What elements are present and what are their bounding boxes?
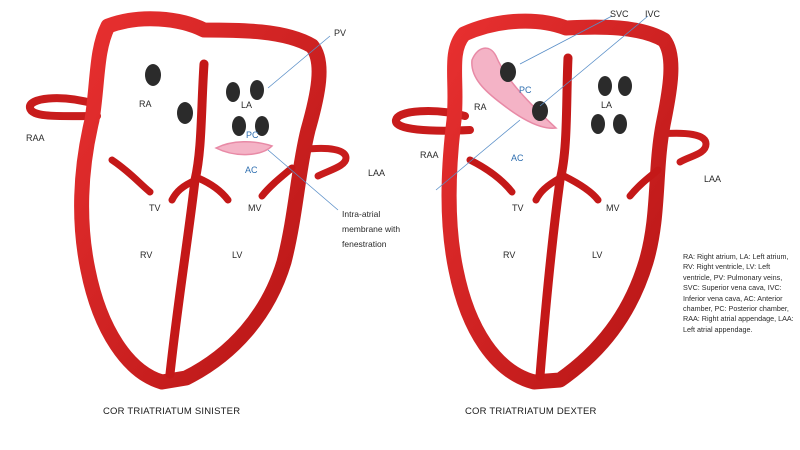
right-heart: SVC IVC RA PC LA RAA AC LAA TV MV RV LV … (392, 9, 721, 417)
right-label-rv: RV (503, 250, 515, 260)
left-label-pv: PV (334, 28, 346, 38)
membrane-note-line-1: Intra-atrial (342, 209, 380, 219)
left-label-ac: AC (245, 165, 258, 175)
right-caption: COR TRIATRIATUM DEXTER (465, 406, 597, 417)
left-membrane-leader-line (267, 149, 339, 211)
right-interventricular-septum (535, 53, 573, 381)
right-mitral-valve (560, 166, 662, 204)
left-label-raa: RAA (26, 133, 45, 143)
right-label-la: LA (601, 100, 612, 110)
right-svc-leader-line (519, 15, 613, 65)
left-pulmonary-vein-ostia (145, 64, 269, 136)
left-heart-outer-wall (74, 11, 327, 390)
right-label-pc: PC (519, 85, 532, 95)
left-label-rv: RV (140, 250, 152, 260)
right-label-raa: RAA (420, 150, 439, 160)
left-interventricular-septum (165, 59, 209, 379)
left-label-lv: LV (232, 250, 242, 260)
left-label-ra: RA (139, 99, 152, 109)
left-mitral-valve (194, 164, 296, 204)
left-raa-appendage (26, 94, 101, 121)
left-tricuspid-valve (108, 156, 200, 204)
left-heart: PV RA LA PC AC RAA LAA TV MV RV LV Intra… (26, 11, 400, 417)
right-label-svc: SVC (610, 9, 629, 19)
left-laa-appendage (296, 144, 350, 180)
right-label-ivc: IVC (645, 9, 661, 19)
left-label-laa: LAA (368, 168, 385, 178)
left-label-mv: MV (248, 203, 262, 213)
right-heart-outer-wall (441, 13, 679, 390)
abbreviation-legend: RA: Right atrium, LA: Left atrium, RV: R… (683, 252, 794, 334)
right-raa-appendage (392, 107, 474, 135)
right-label-lv: LV (592, 250, 602, 260)
membrane-note-line-3: fenestration (342, 239, 387, 249)
right-ivc-leader-line (539, 15, 649, 107)
left-caption: COR TRIATRIATUM SINISTER (103, 406, 240, 417)
left-intra-atrial-membrane (214, 141, 274, 156)
right-label-ra: RA (474, 102, 487, 112)
right-tricuspid-valve (466, 156, 564, 204)
left-label-tv: TV (149, 203, 161, 213)
membrane-note-line-2: membrane with (342, 224, 400, 234)
left-label-la: LA (241, 100, 252, 110)
right-raa-leader-line (435, 119, 521, 191)
right-label-ac: AC (511, 153, 524, 163)
right-label-mv: MV (606, 203, 620, 213)
right-laa-appendage (656, 129, 710, 166)
left-pv-leader-line (267, 35, 331, 89)
left-label-pc: PC (246, 130, 259, 140)
right-label-tv: TV (512, 203, 524, 213)
right-pulmonary-vein-ostia (500, 62, 632, 134)
right-label-laa: LAA (704, 174, 721, 184)
